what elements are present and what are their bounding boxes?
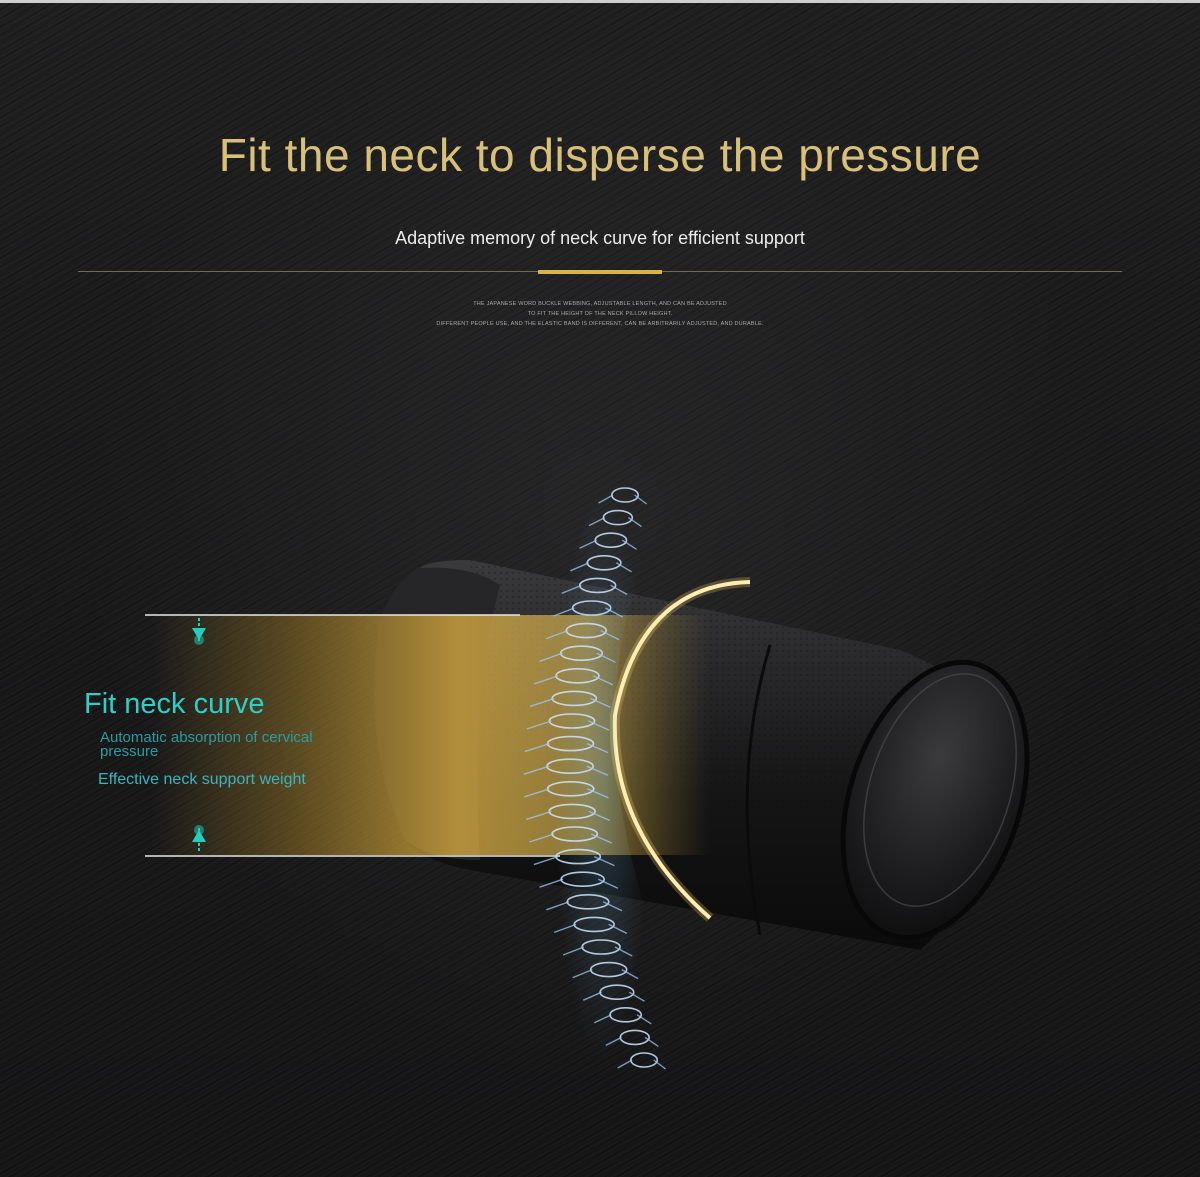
callout-line-2: Effective neck support weight bbox=[98, 771, 306, 788]
divider-accent bbox=[538, 270, 662, 274]
vertebra-process bbox=[579, 539, 637, 550]
vertebra-process bbox=[529, 833, 612, 844]
vertebra-process bbox=[524, 788, 609, 799]
vertebra-process bbox=[553, 607, 624, 618]
fine-print-line: THE JAPANESE WORD BUCKLE WEBBING, ADJUST… bbox=[473, 301, 727, 307]
fine-print-line: DIFFERENT PEOPLE USE, AND THE ELASTIC BA… bbox=[436, 321, 764, 327]
top-border bbox=[0, 0, 1200, 3]
vertebra-process bbox=[561, 584, 628, 596]
vertebra-process bbox=[570, 562, 632, 573]
vertebra-process bbox=[553, 923, 628, 935]
fine-print-line: TO FIT THE HEIGHT OF THE NECK PILLOW HEI… bbox=[527, 311, 673, 317]
vertebra-process bbox=[523, 765, 609, 776]
vertebra-process bbox=[617, 1059, 667, 1070]
fine-print: THE JAPANESE WORD BUCKLE WEBBING, ADJUST… bbox=[0, 299, 1200, 329]
vertebra-process bbox=[582, 991, 645, 1002]
vertebra-process bbox=[524, 742, 609, 754]
spine-illustration bbox=[495, 458, 702, 1092]
vertebra-process bbox=[539, 878, 619, 889]
vertebra-process bbox=[593, 1014, 652, 1025]
arrow-down-icon bbox=[192, 618, 206, 645]
page-title: Fit the neck to disperse the pressure bbox=[218, 129, 982, 181]
vertebra-process bbox=[539, 652, 616, 663]
vertebra-process bbox=[546, 629, 620, 641]
callout-heading: Fit neck curve bbox=[84, 688, 265, 720]
vertebra-process bbox=[562, 946, 633, 957]
arrow-up-icon bbox=[192, 825, 206, 853]
vertebra-process bbox=[588, 516, 642, 528]
vertebra-process bbox=[526, 810, 610, 822]
vertebra-process bbox=[534, 675, 614, 686]
vertebra-process bbox=[605, 1036, 659, 1047]
vertebra-process bbox=[533, 855, 615, 867]
callout-line-1: Automatic absorption of cervical pressur… bbox=[100, 729, 313, 760]
vertebra-process bbox=[526, 720, 610, 731]
vertebra-process bbox=[572, 968, 639, 980]
vertebra-process bbox=[546, 901, 623, 912]
vertebra-process bbox=[598, 494, 648, 505]
vertebra-process bbox=[529, 697, 611, 709]
page-subtitle: Adaptive memory of neck curve for effici… bbox=[395, 228, 805, 248]
